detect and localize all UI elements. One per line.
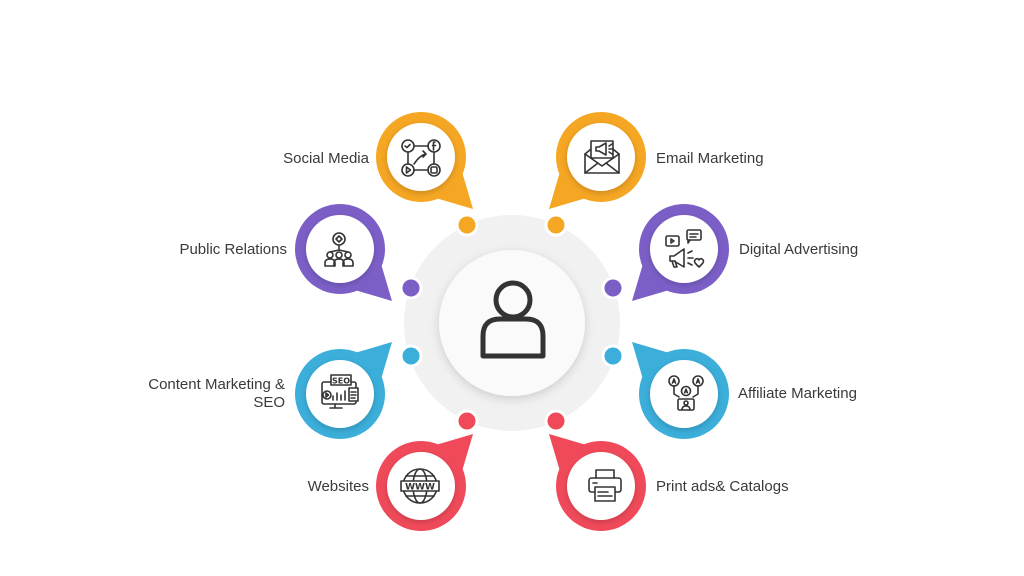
channel-bubble: [295, 342, 392, 439]
connector-dot: [601, 276, 625, 300]
people-network-icon: [324, 232, 354, 267]
bubble-inner: [650, 360, 718, 428]
seo-monitor-icon: SEO: [321, 374, 359, 409]
connector-dot: [455, 213, 479, 237]
affiliate-network-icon: [668, 375, 704, 411]
bubble-tail: [632, 342, 670, 380]
channel-label: Public Relations: [179, 241, 287, 258]
user-icon: [480, 280, 546, 359]
megaphone-icon: [665, 229, 705, 268]
channel-label: Social Media: [283, 150, 369, 167]
svg-text:SEO: SEO: [332, 377, 350, 386]
printer-icon: [588, 469, 622, 502]
channel-label-line: Content Marketing &: [148, 376, 285, 393]
bubble-tail: [354, 342, 392, 380]
svg-text:WWW: WWW: [405, 483, 435, 493]
channel-label: Content Marketing &SEO: [148, 376, 285, 412]
channel-bubble: [549, 434, 646, 531]
bubble-tail: [435, 171, 473, 209]
email-megaphone-icon: [584, 140, 620, 174]
connector-dot: [544, 409, 568, 433]
connector-dot: [399, 344, 423, 368]
bubble-inner: [567, 452, 635, 520]
channel-bubble: [632, 204, 729, 301]
hub-center: [439, 250, 585, 396]
channel-label-line: SEO: [253, 394, 285, 411]
channel-bubble: [376, 112, 473, 209]
channel-label: Affiliate Marketing: [738, 385, 857, 402]
connector-dots: [399, 213, 625, 433]
channel-bubble: [295, 204, 392, 301]
bubble-inner: [306, 360, 374, 428]
www-globe-icon: WWW: [400, 468, 440, 504]
bubble-tail: [435, 434, 473, 472]
bubble-tail: [549, 434, 587, 472]
channel-label: Email Marketing: [656, 150, 764, 167]
connector-dot: [399, 276, 423, 300]
bubble-tail: [549, 171, 587, 209]
social-network-icon: [401, 139, 441, 177]
connector-dot: [544, 213, 568, 237]
bubble-tail: [632, 263, 670, 301]
bubble-inner: [306, 215, 374, 283]
connector-dot: [455, 409, 479, 433]
channel-label: Websites: [307, 478, 369, 495]
bubble-tail: [354, 263, 392, 301]
channel-label: Print ads& Catalogs: [656, 478, 789, 495]
channel-bubble: [632, 342, 729, 439]
channel-bubble: [549, 112, 646, 209]
channel-label: Digital Advertising: [739, 241, 859, 258]
connector-dot: [601, 344, 625, 368]
